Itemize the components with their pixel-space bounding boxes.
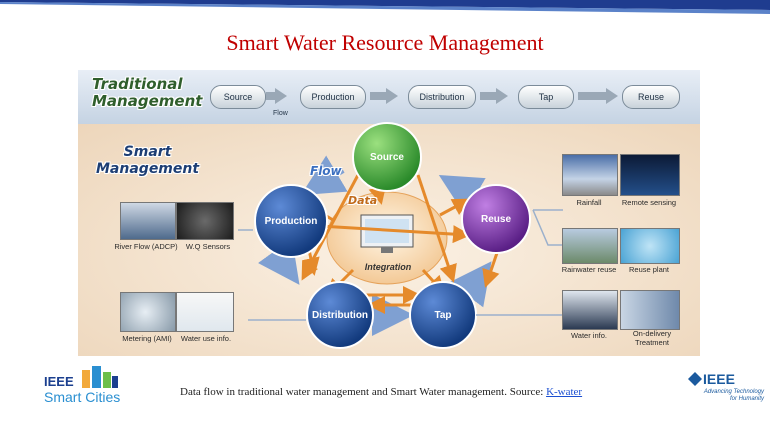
rainfall-photo <box>562 154 618 196</box>
node-production-label: Production <box>264 216 318 227</box>
wq-sensors-label: W.Q Sensors <box>185 242 231 251</box>
trad-arrow-2 <box>386 88 398 104</box>
flow-arrow-tap-reuse <box>449 261 492 308</box>
flow-arrow-source-production <box>300 155 348 196</box>
data-arrow <box>416 174 457 283</box>
trad-arrow-body <box>266 92 276 100</box>
metering-photo <box>120 292 176 332</box>
water-use-label: Water use info. <box>180 334 232 343</box>
rainwater-reuse-photo <box>562 228 618 264</box>
water-use-photo <box>176 292 234 332</box>
node-tap-label: Tap <box>434 310 452 321</box>
trad-arrow-body <box>370 92 388 100</box>
ieee-sc-line1: IEEE <box>44 374 74 389</box>
trad-flow-label: Flow <box>273 110 288 117</box>
node-distribution-label: Distribution <box>311 310 369 321</box>
trad-arrow-3 <box>496 88 508 104</box>
trad-arrow-body <box>480 92 498 100</box>
smart-heading: Smart Management <box>96 144 199 178</box>
smart-data-label: Data <box>348 194 378 207</box>
trad-arrow-1 <box>275 88 287 104</box>
traditional-heading-line2: Management <box>92 92 203 110</box>
reuse-plant-photo <box>620 228 680 264</box>
caption-source-link[interactable]: K-water <box>546 386 583 398</box>
ieee-tagline-line1: Advancing Technology <box>703 389 764 395</box>
river-flow-photo <box>120 202 176 240</box>
reuse-plant-label: Reuse plant <box>628 265 670 274</box>
traditional-heading-line1: Traditional <box>92 75 183 93</box>
smart-heading-line1: Smart <box>123 144 172 160</box>
metering-label: Metering (AMI) <box>122 334 172 343</box>
rainfall-label: Rainfall <box>576 198 602 207</box>
remote-sensing-photo <box>620 154 680 196</box>
sensor-connectors <box>238 209 563 321</box>
ieee-tagline-line2: for Humanity <box>729 396 764 402</box>
wq-sensors-photo <box>176 202 234 240</box>
on-delivery-photo <box>620 290 680 330</box>
on-delivery-label-line1: On-delivery <box>632 329 672 338</box>
data-arrow <box>301 174 360 281</box>
integration-stand <box>381 247 393 253</box>
ieee-diamond-icon <box>688 372 702 386</box>
trad-arrow-body <box>578 92 608 100</box>
trad-stage-reuse: Reuse <box>622 85 680 109</box>
city-skyline-icon <box>82 366 118 388</box>
water-info-label: Water info. <box>571 331 607 340</box>
data-arrow <box>482 249 500 288</box>
smart-network-diagram <box>238 122 563 349</box>
node-reuse-label: Reuse <box>480 214 511 225</box>
node-source <box>352 122 422 192</box>
caption-text: Data flow in traditional water managemen… <box>180 386 547 398</box>
connector-right-mid <box>532 209 563 246</box>
on-delivery-label-line2: Treatment <box>635 338 669 347</box>
trad-stage-source: Source <box>210 85 266 109</box>
smart-heading-line2: Management <box>96 161 200 177</box>
trad-stage-production: Production <box>300 85 366 109</box>
node-distribution <box>306 281 374 349</box>
water-info-photo <box>562 290 618 330</box>
on-delivery-label: On-delivery Treatment <box>622 329 682 347</box>
data-arrow <box>439 198 471 217</box>
river-flow-label: River Flow (ADCP) <box>114 242 178 251</box>
ieee-sc-line2: Smart Cities <box>44 389 121 405</box>
node-reuse <box>461 184 531 254</box>
integration-label: Integration <box>364 262 412 272</box>
diagram-panel: Traditional Management Source Flow Produ… <box>78 70 700 356</box>
ieee-name: IEEE <box>703 371 735 387</box>
node-source-label: Source <box>370 152 404 163</box>
top-accent-bar <box>0 0 770 14</box>
smart-flow-label: Flow <box>310 164 342 178</box>
rainwater-reuse-label: Rainwater reuse <box>561 265 617 274</box>
slide-caption: Data flow in traditional water managemen… <box>180 386 582 398</box>
remote-sensing-label: Remote sensing <box>621 198 677 207</box>
node-production <box>254 184 328 258</box>
slide-title: Smart Water Resource Management <box>226 30 544 55</box>
trad-arrow-4 <box>606 88 618 104</box>
data-arrow <box>368 185 387 205</box>
trad-stage-tap: Tap <box>518 85 574 109</box>
traditional-heading: Traditional Management <box>92 76 202 110</box>
trad-stage-distribution: Distribution <box>408 85 476 109</box>
